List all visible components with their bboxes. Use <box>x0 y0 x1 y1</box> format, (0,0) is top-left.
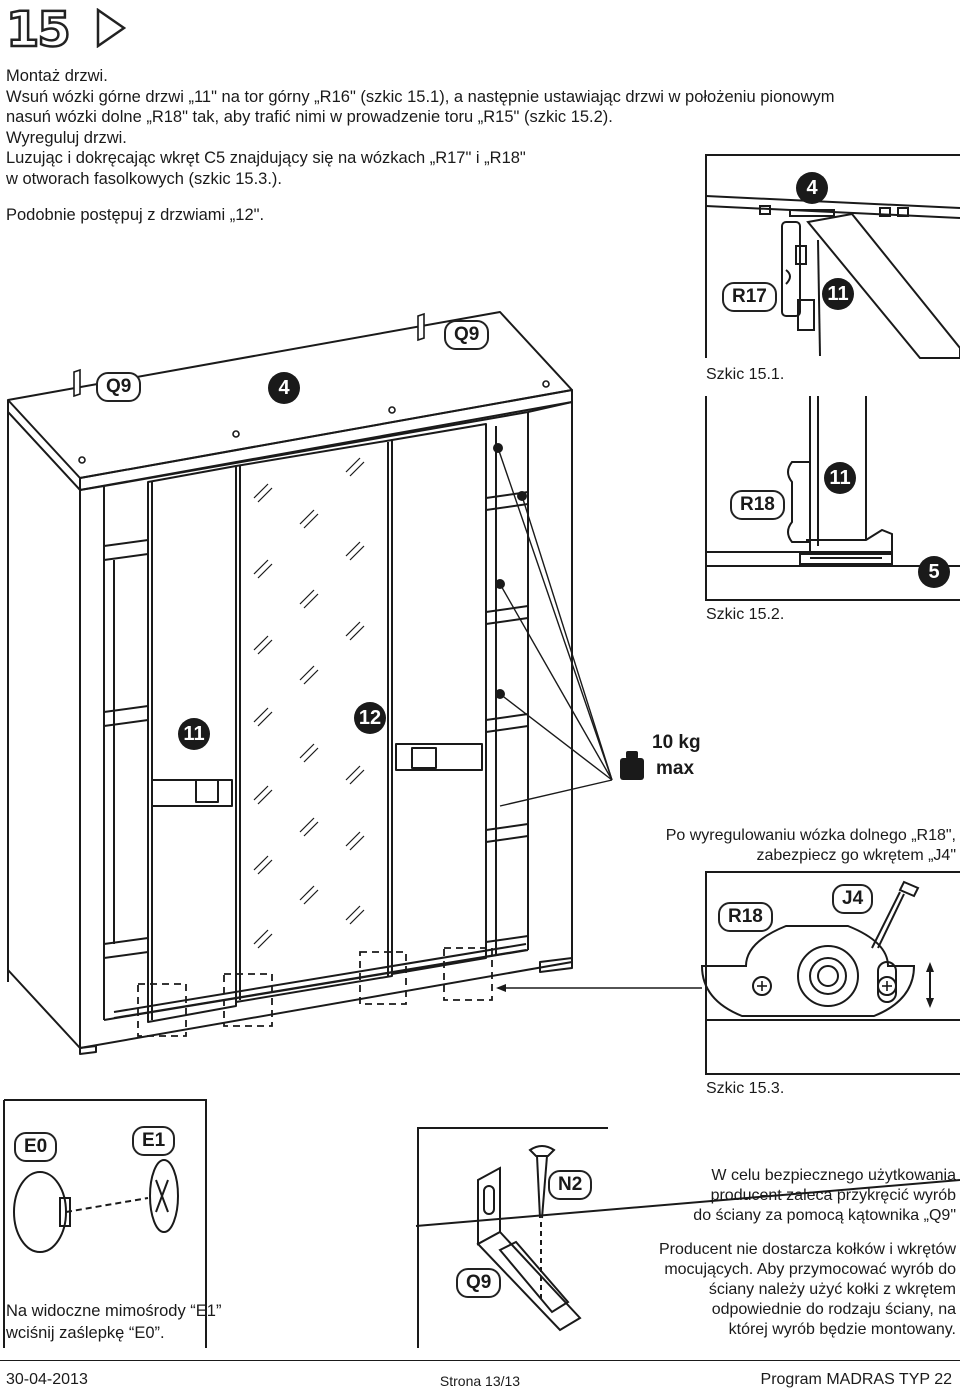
label-n2: N2 <box>548 1170 593 1200</box>
label-q9-bracket: Q9 <box>456 1268 502 1298</box>
sketch2-r18: R18 <box>730 490 785 520</box>
footer-rule <box>0 1360 960 1361</box>
footer-page: Strona 13/13 <box>439 1373 521 1389</box>
step-arrow-icon <box>96 8 126 48</box>
sketch3-note: Po wyregulowaniu wózka dolnego „R18", za… <box>666 826 956 866</box>
weight-icon <box>620 751 644 780</box>
safety-line: producent zaleca przykręcić wyrób <box>710 1187 956 1204</box>
intro-line: Wyreguluj drzwi. <box>6 128 127 147</box>
label-door-11: 11 <box>178 718 210 750</box>
sketch1-r17: R17 <box>722 282 777 312</box>
intro-line: Podobnie postępuj z drzwiami „12". <box>6 206 265 224</box>
sketch2-part-5: 5 <box>918 556 950 588</box>
sketch1-part-11: 11 <box>822 278 854 310</box>
label-e0: E0 <box>14 1132 58 1162</box>
sketch1-part-4: 4 <box>796 172 828 204</box>
safety-line: ściany należy użyć kołki z wkrętem <box>708 1281 956 1298</box>
sketch3-caption: Szkic 15.3. <box>706 1080 785 1097</box>
intro-line: w otworach fasolkowych (szkic 15.3.). <box>6 169 283 188</box>
weight-value: 10 kg <box>652 732 701 753</box>
label-q9-left: Q9 <box>96 372 142 402</box>
eccentric-text: Na widoczne mimośrody “E1” wciśnij zaśle… <box>6 1300 221 1344</box>
safety-line: mocujących. Aby przymocować wyrób do <box>664 1261 956 1278</box>
footer-date: 30-04-2013 <box>6 1371 88 1388</box>
eccentric-text-line: wciśnij zaślepkę “E0”. <box>6 1324 165 1342</box>
intro-line: Wsuń wózki górne drzwi „11" na tor górny… <box>6 87 835 106</box>
safety-line: W celu bezpiecznego użytkowania <box>711 1167 956 1184</box>
step-number: 15 <box>5 1 72 60</box>
safety-line: do ściany za pomocą kątownika „Q9" <box>693 1207 956 1224</box>
label-part-4: 4 <box>268 372 300 404</box>
label-q9-top: Q9 <box>444 320 490 350</box>
safety-text-1: W celu bezpiecznego użytkowania producen… <box>693 1166 956 1226</box>
safety-line: odpowiednie do rodzaju ściany, na <box>711 1301 956 1318</box>
safety-text-2: Producent nie dostarcza kołków i wkrętów… <box>659 1240 956 1340</box>
intro-text: Montaż drzwi. Wsuń wózki górne drzwi „11… <box>6 66 835 226</box>
sketch1-caption: Szkic 15.1. <box>706 366 785 383</box>
sketch3-note-line: Po wyregulowaniu wózka dolnego „R18", <box>665 827 956 844</box>
safety-line: której wyrób będzie montowany. <box>728 1321 956 1338</box>
label-door-12: 12 <box>354 702 386 734</box>
sketch3-j4: J4 <box>832 884 874 914</box>
eccentric-text-line: Na widoczne mimośrody “E1” <box>6 1302 222 1320</box>
intro-line: nasuń wózki dolne „R18" tak, aby trafić … <box>6 108 613 126</box>
intro-line: Luzując i dokręcając wkręt C5 znajdujący… <box>6 149 526 167</box>
footer-program: Program MADRAS TYP 22 <box>760 1371 952 1388</box>
label-e1: E1 <box>132 1126 176 1156</box>
sketch3-note-line: zabezpiecz go wkrętem „J4" <box>756 847 956 864</box>
sketch2-part-11: 11 <box>824 462 856 494</box>
intro-title: Montaż drzwi. <box>6 67 108 85</box>
weight-max: max <box>656 758 695 779</box>
sketch3-r18: R18 <box>718 902 773 932</box>
sketch2-caption: Szkic 15.2. <box>706 606 785 623</box>
safety-line: Producent nie dostarcza kołków i wkrętów <box>658 1241 956 1258</box>
weight-limit: 10 kg max <box>652 730 701 782</box>
